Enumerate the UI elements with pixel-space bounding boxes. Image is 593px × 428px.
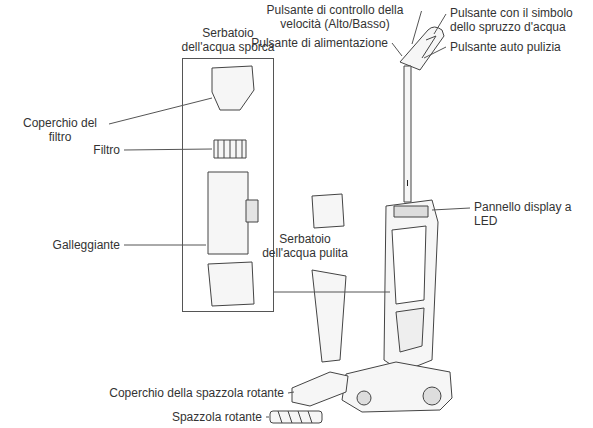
leader-line [109, 98, 212, 124]
brush-bristles [278, 411, 312, 423]
part-label: Galleggiante [53, 238, 120, 252]
leader-line [424, 47, 446, 58]
filter [214, 140, 246, 158]
part-label: Coperchio del filtro [15, 116, 105, 144]
part-label: Pulsante di controllo della velocità (Al… [253, 3, 418, 31]
float [246, 200, 258, 222]
brush-cover [292, 372, 348, 406]
leader-line [124, 149, 212, 150]
leader-line [124, 245, 206, 246]
led-panel [394, 206, 428, 217]
leader-line [266, 417, 269, 418]
part-label: Pannello display a LED [474, 200, 584, 228]
leader-line [288, 392, 294, 393]
leader-line [432, 208, 470, 210]
tank-group: Serbatoio dell'acqua sporca [176, 26, 280, 312]
part-label: Pulsante con il simbolo dello spruzzo d'… [450, 6, 588, 34]
part-label: Coperchio della spazzola rotante [109, 386, 284, 400]
filter-cover [212, 66, 254, 110]
wheel [357, 391, 371, 405]
part-label: Serbatoio dell'acqua pulita [257, 232, 353, 260]
part-label: Filtro [93, 143, 120, 157]
tank-cavity [392, 226, 426, 304]
leader-line [412, 11, 422, 44]
body-detail [396, 308, 424, 352]
leader-line [392, 43, 402, 56]
pole [404, 66, 411, 202]
clean-tank-top [312, 194, 344, 228]
leader-line [274, 292, 390, 293]
floor-head [342, 362, 452, 412]
part-label: Pulsante auto pulizia [450, 40, 561, 54]
brush-roll [270, 411, 322, 423]
wheel [423, 387, 441, 405]
part-label: Pulsante di alimentazione [251, 36, 388, 50]
handle-grip [400, 27, 444, 70]
dirty-tank [208, 262, 254, 306]
tank-frame [182, 58, 274, 312]
clean-tank [312, 270, 346, 362]
pole-joint [407, 180, 408, 186]
float-housing [208, 172, 248, 254]
leader-line [434, 14, 446, 34]
main-body [384, 200, 438, 372]
part-label: Spazzola rotante [172, 410, 262, 424]
filter-pleats [218, 140, 242, 158]
handle-detail [422, 36, 436, 58]
